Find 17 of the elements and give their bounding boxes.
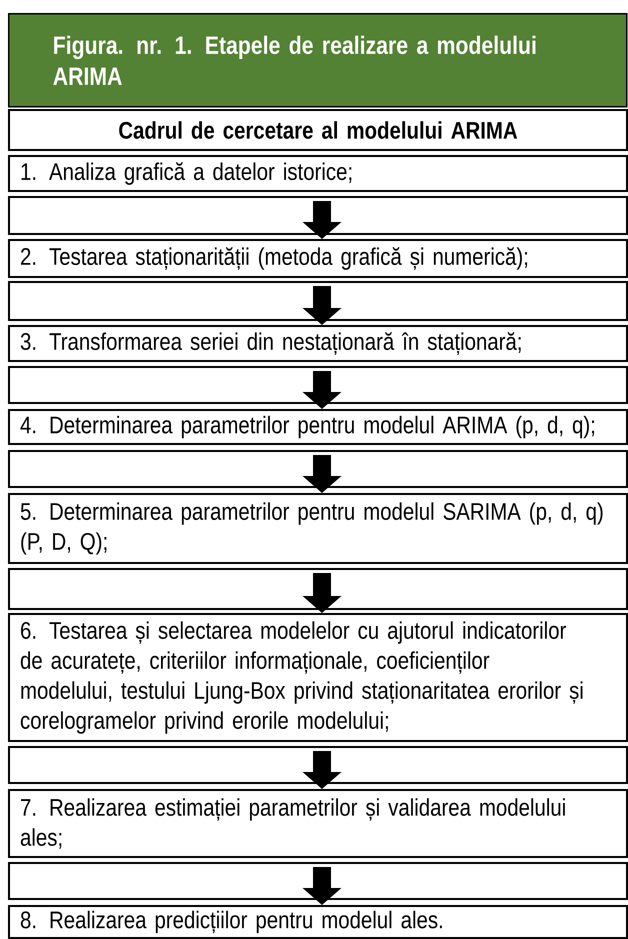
step-box: 7. Realizarea estimației parametrilor și validarea modelului ales; <box>8 789 628 858</box>
empty-row <box>8 568 628 610</box>
step-box: 5. Determinarea parametrilor pentru modelul SARIMA (p, d, q) (P, D, Q); <box>8 493 628 564</box>
step-box: 6. Testarea și selectarea modelelor cu ajutorul indicatorilor de acuratețe, criteriilor informaționale, coeficienților modelului, testului Ljung-Box privind staționaritatea erorilor și corelogramelor privind erorile modelului; <box>8 613 628 742</box>
empty-row <box>8 196 628 235</box>
step-box: 2. Testarea staționarității (metoda grafică și numerică); <box>8 239 628 278</box>
step-box: 4. Determinarea parametrilor pentru modelul ARIMA (p, d, q); <box>8 409 628 445</box>
empty-row <box>8 450 628 488</box>
empty-row <box>8 281 628 321</box>
empty-row <box>8 746 628 784</box>
empty-row <box>8 366 628 404</box>
title-banner: Figura. nr. 1. Etapele de realizare a modelului ARIMA <box>8 13 628 108</box>
empty-row <box>8 862 628 900</box>
step-box: 3. Transformarea seriei din nestaționară în staționară; <box>8 325 628 362</box>
header-row: Cadrul de cercetare al modelului ARIMA <box>8 109 628 151</box>
step-box: 1. Analiza grafică a datelor istorice; <box>8 155 628 192</box>
step-box: 8. Realizarea predicțiilor pentru modelul ales. <box>8 905 628 939</box>
